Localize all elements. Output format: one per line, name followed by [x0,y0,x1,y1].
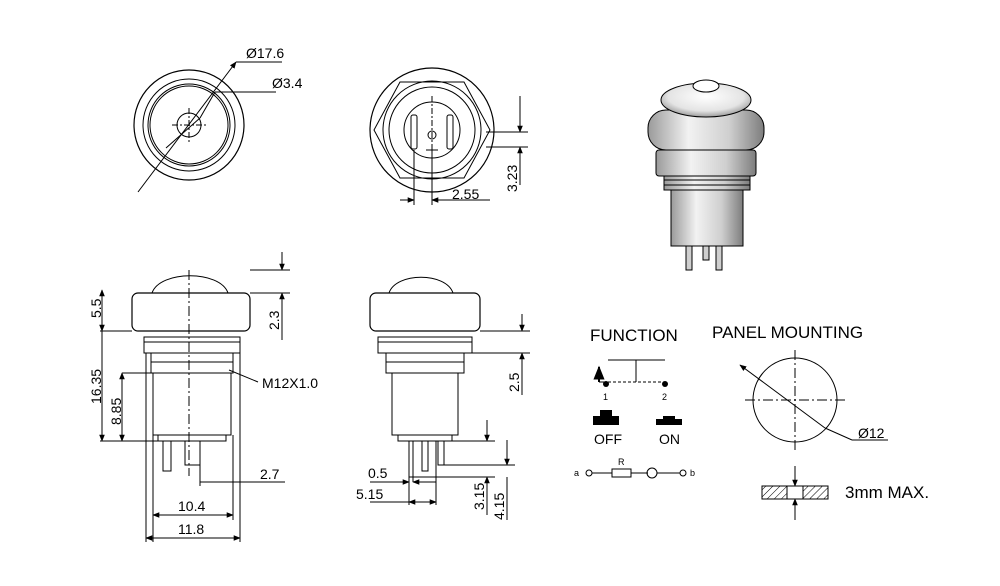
pin2-label: 2 [662,392,667,402]
panel-hole [739,350,888,450]
rear-view [369,67,528,205]
led-circuit [585,467,687,479]
dim-thread: M12X1.0 [262,375,318,391]
on-label: ON [659,431,680,447]
dim-rear-pin-height: 3.23 [504,165,520,192]
off-symbol-knob [600,410,612,417]
dim-side-body-height: 8.85 [108,398,124,425]
dim-side-cap-height: 5.5 [88,298,104,318]
dim-side2-pin-thickness: 0.5 [368,465,388,481]
dim-rear-pin-offset: 2.55 [452,186,479,202]
iso-view [647,79,765,271]
top-view [133,61,282,193]
function-title: FUNCTION [590,326,678,345]
dim-side-total-height: 16.35 [88,369,104,404]
dim-side-nut-width: 11.8 [178,521,204,537]
dim-side2-pin-offset: 5.15 [356,486,383,502]
dim-side-body-width: 10.4 [178,498,205,514]
function-schematic [593,359,665,383]
panel-title: PANEL MOUNTING [712,323,863,342]
pin2-dot [662,381,668,387]
pin1-dot [603,381,609,387]
on-symbol-knob [663,416,675,420]
panel-thickness: 3mm MAX. [845,483,929,502]
resistor-label: R [618,457,625,467]
dim-side-cap-top: 2.3 [266,310,282,330]
side-view-1 [99,252,290,542]
dim-top-outer-dia: Ø17.6 [246,45,284,61]
dim-side2-panel: 2.5 [506,372,522,392]
side-view-2 [369,276,530,520]
off-symbol [593,416,619,425]
node-a-label: a [574,468,579,478]
dim-side2-pin-len1: 3.15 [471,483,487,510]
on-symbol [656,419,682,425]
dim-top-led-dia: Ø3.4 [272,75,303,91]
panel-hole-dia: Ø12 [858,425,885,441]
pin1-label: 1 [603,392,608,402]
panel-section [761,466,829,520]
node-b-label: b [690,468,695,478]
off-label: OFF [594,431,622,447]
dim-side-pin-width: 2.7 [260,466,280,482]
dim-side2-pin-len2: 4.15 [491,493,507,520]
